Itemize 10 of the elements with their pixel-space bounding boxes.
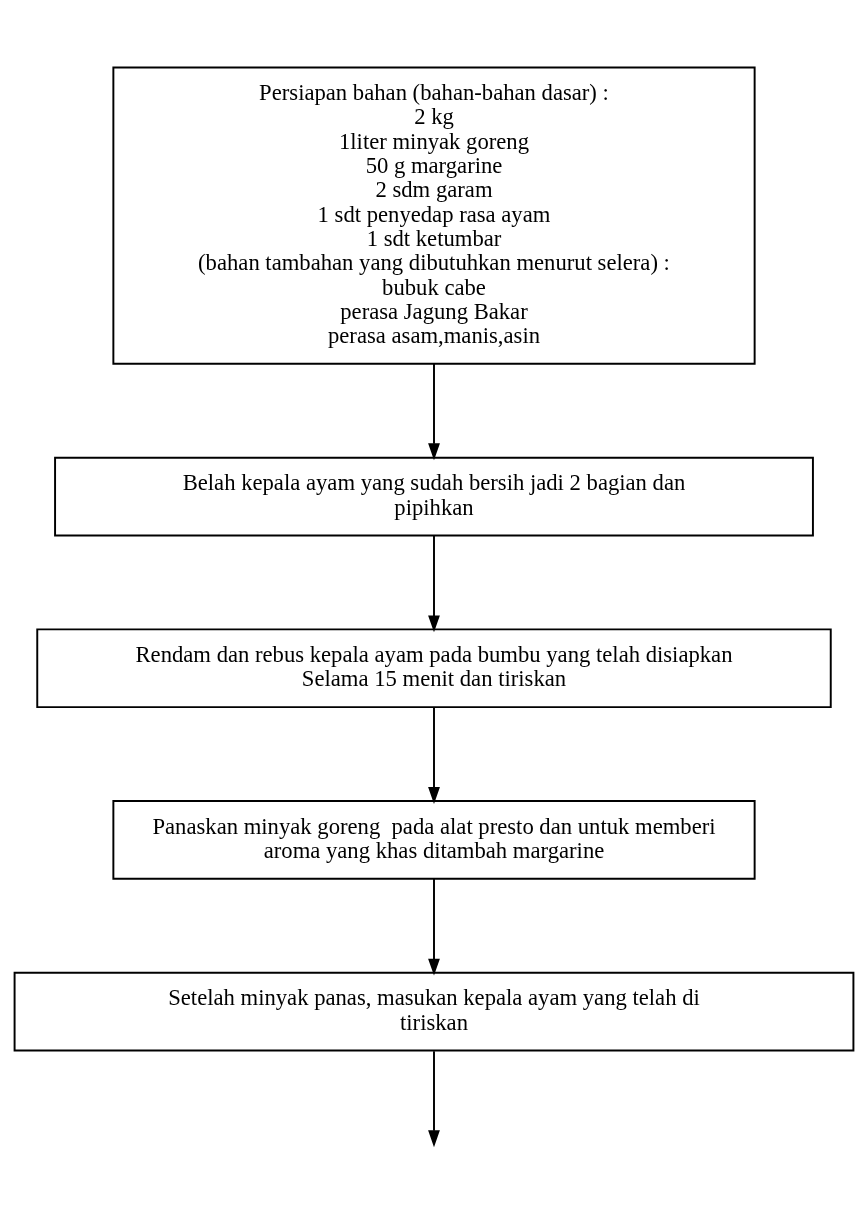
node-box: Belah kepala ayam yang sudah bersih jadi 2 bagian dan pipihkan bbox=[54, 456, 814, 536]
arrow bbox=[428, 705, 440, 804]
arrow bbox=[428, 877, 440, 976]
arrow bbox=[428, 534, 440, 632]
node-box: Rendam dan rebus kepala ayam pada bumbu yang telah disiapkan Selama 15 menit dan tiriskan bbox=[36, 627, 832, 708]
node-box: Panaskan minyak goreng pada alat presto dan untuk memberi aroma yang khas ditambah margarine bbox=[112, 799, 756, 880]
arrow bbox=[428, 1049, 440, 1147]
node-box: Persiapan bahan (bahan-bahan dasar) : 2 kg 1liter minyak goreng 50 g margarine 2 sdm garam 1 sdt penyedap rasa ayam 1 sdt ketumbar (bahan tambahan yang dibutuhkan menurut selera) : bubuk cabe perasa Jagung Bakar perasa asam,manis,asin bbox=[112, 66, 756, 365]
arrow bbox=[428, 362, 440, 460]
node-box: Setelah minyak panas, masukan kepala ayam yang telah di tiriskan bbox=[13, 971, 855, 1051]
